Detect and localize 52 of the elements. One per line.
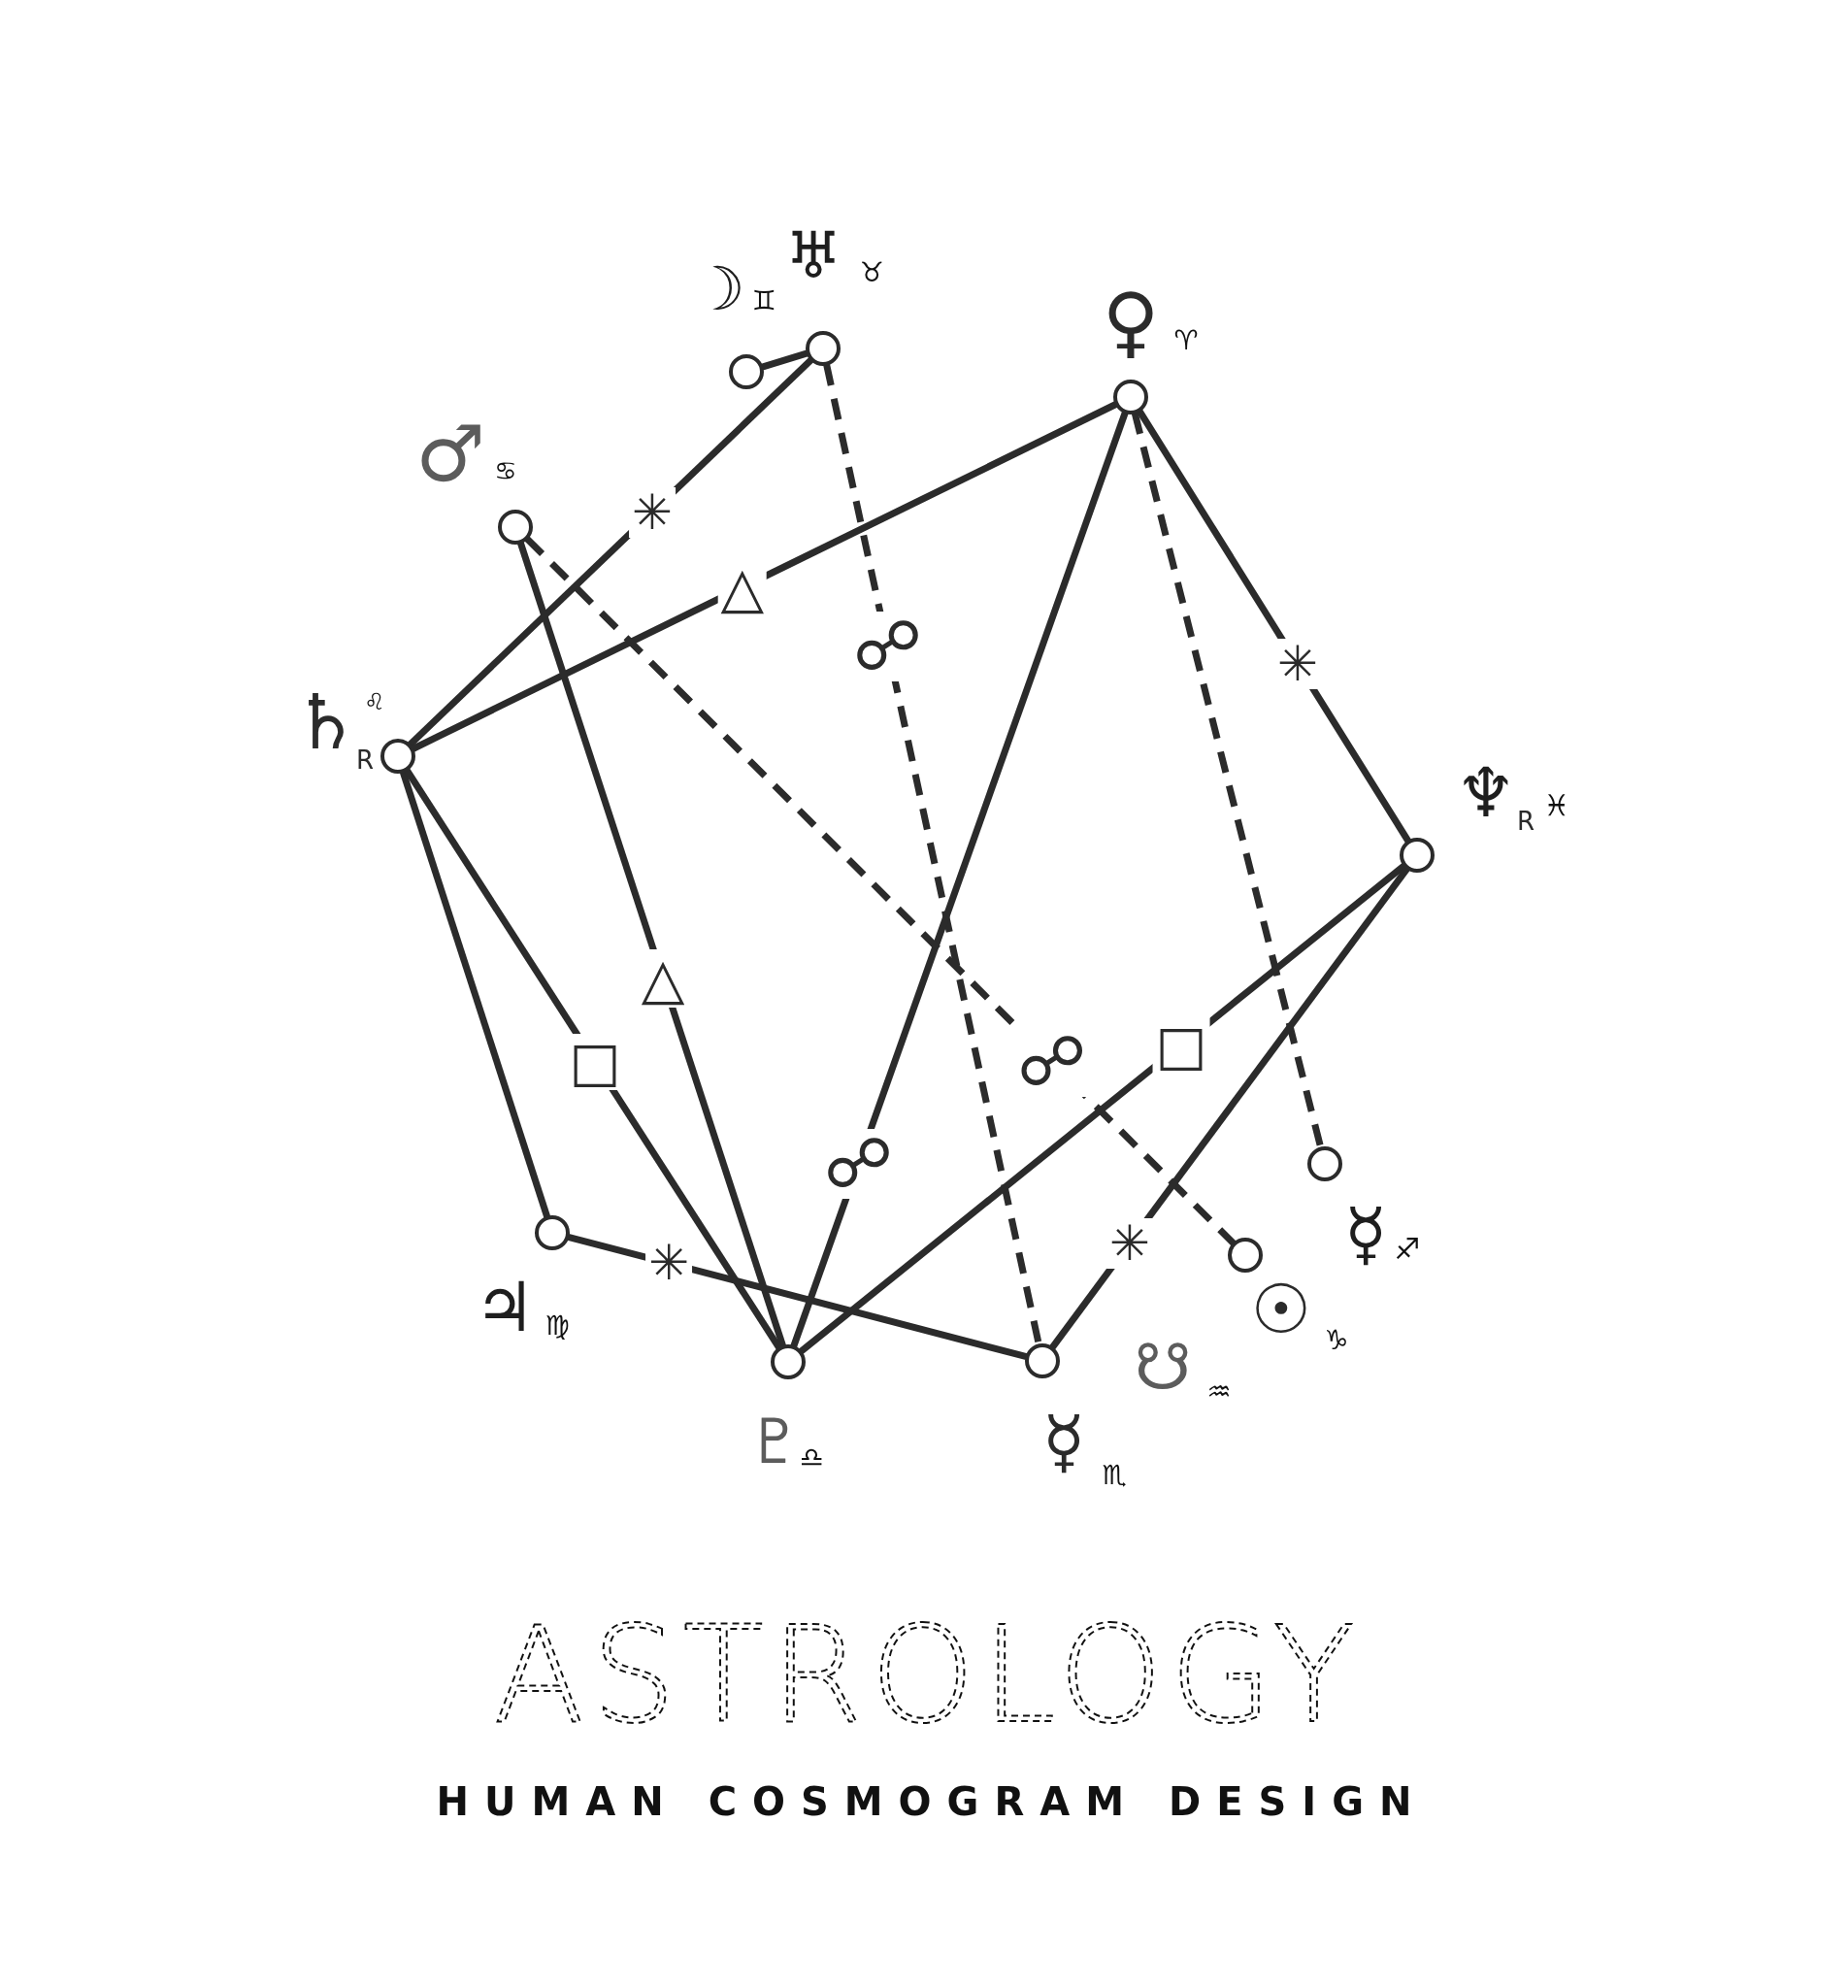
planet-symbol: ☿ [1041, 1407, 1086, 1476]
zodiac-symbol: ♏ [1102, 1462, 1127, 1489]
zodiac-symbol: ♈ [1173, 327, 1199, 354]
aspect-line [1049, 866, 1410, 1350]
chart-point [771, 1344, 806, 1379]
aspect-line [516, 542, 787, 1347]
aspect-line [799, 862, 1406, 1355]
chart-point [729, 354, 764, 389]
chart-point [1113, 380, 1148, 414]
aspect-symbol: ✳ [1274, 639, 1321, 690]
chart-point [380, 739, 415, 774]
planet-symbol: ☽ [691, 259, 745, 319]
aspect-line [404, 768, 782, 1350]
aspect-line [399, 771, 551, 1218]
chart-point [1400, 838, 1435, 873]
zodiac-symbol: ♒ [1206, 1378, 1232, 1406]
retrograde-mark: R [355, 747, 375, 773]
zodiac-symbol: ♓ [1543, 791, 1570, 820]
aspect-line [411, 401, 1118, 752]
zodiac-symbol: ♐ [1394, 1235, 1421, 1264]
aspect-line [1137, 409, 1411, 844]
zodiac-symbol: ♊ [751, 287, 776, 315]
zodiac-symbol: ♋ [494, 458, 517, 483]
zodiac-symbol: ♑ [1324, 1327, 1349, 1354]
zodiac-symbol: ♍ [544, 1312, 570, 1340]
dashed-aspect-line [524, 536, 1237, 1246]
aspect-symbol: ✳ [628, 486, 676, 538]
lunar-node-symbol: ☋ [1134, 1336, 1192, 1400]
chart-point [498, 510, 533, 545]
aspect-line [761, 349, 808, 371]
zodiac-symbol: ♉ [859, 259, 884, 286]
retrograde-mark: R [1516, 809, 1535, 834]
aspect-symbol: □ [1152, 1016, 1210, 1074]
planet-symbol: ♂ [415, 415, 485, 493]
planet-symbol: ☿ [1343, 1199, 1388, 1269]
subtitle: HUMAN COSMOGRAM DESIGN [435, 1782, 1428, 1821]
chart-point [1025, 1343, 1060, 1378]
aspect-symbol: ✳ [1106, 1217, 1153, 1269]
planet-symbol: ♅ [784, 224, 842, 288]
planet-symbol: ☉ [1250, 1276, 1312, 1343]
aspect-line [407, 357, 814, 747]
chart-point [1228, 1238, 1263, 1273]
aspect-line [567, 1233, 1028, 1361]
chart-point [806, 331, 841, 366]
chart-point [1307, 1146, 1342, 1181]
zodiac-symbol: ♌ [364, 690, 385, 713]
planet-symbol: ♃ [474, 1274, 536, 1342]
aspect-line [790, 411, 1129, 1348]
chart-point [535, 1215, 570, 1250]
planet-symbol: ♆ [1455, 759, 1517, 827]
title: ASTROLOGY [493, 1598, 1355, 1752]
planet-symbol: ♀ [1102, 283, 1160, 361]
